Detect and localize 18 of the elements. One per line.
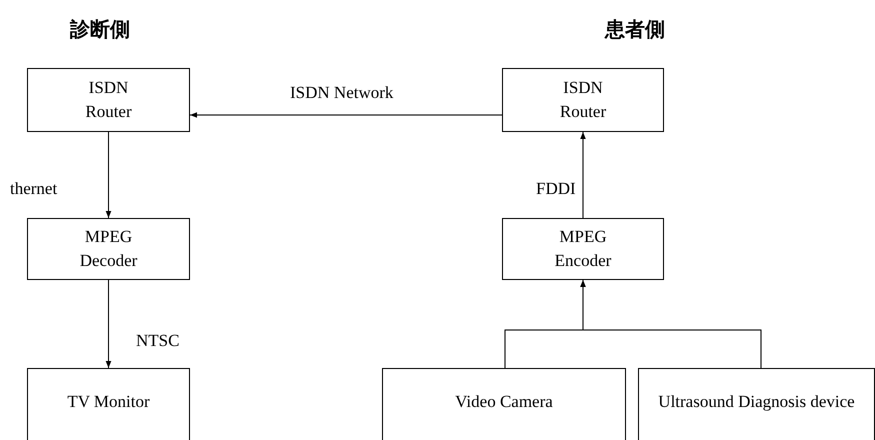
device-box: Video Camera bbox=[382, 368, 626, 440]
arrow bbox=[106, 280, 112, 368]
arrow bbox=[580, 132, 586, 218]
arrow bbox=[580, 280, 762, 368]
edge-label: ISDN Network bbox=[290, 82, 394, 104]
device-box: ISDN Router bbox=[27, 68, 190, 132]
arrow bbox=[190, 112, 502, 118]
device-box: Ultrasound Diagnosis device bbox=[638, 368, 875, 440]
edge-label: FDDI bbox=[536, 178, 576, 200]
edge-label: NTSC bbox=[136, 330, 180, 352]
arrow bbox=[106, 132, 112, 218]
edge-label: thernet bbox=[10, 178, 58, 200]
side-heading: 診断側 bbox=[70, 16, 130, 43]
device-box: MPEG Decoder bbox=[27, 218, 190, 280]
device-box: ISDN Router bbox=[502, 68, 664, 132]
side-heading: 患者側 bbox=[605, 16, 665, 43]
device-box: MPEG Encoder bbox=[502, 218, 664, 280]
device-box: TV Monitor bbox=[27, 368, 190, 440]
